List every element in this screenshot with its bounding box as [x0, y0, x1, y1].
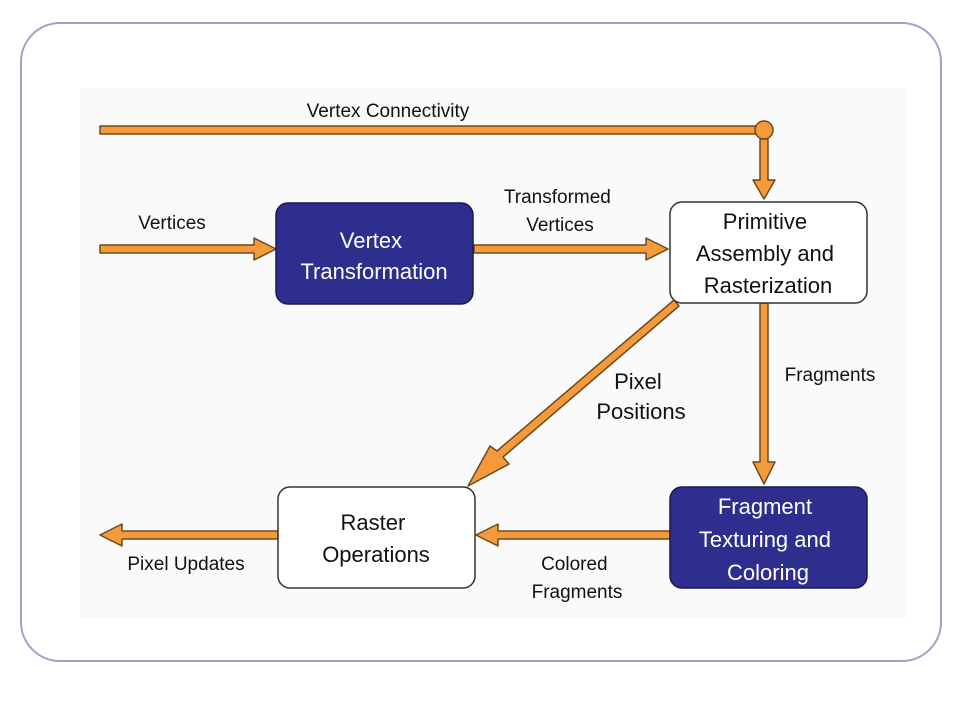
primitive-assembly-label: Primitive Assembly and Rasterization: [696, 209, 840, 298]
vertex-connectivity-label: Vertex Connectivity: [307, 101, 470, 122]
pixel-updates-arrow: [99, 523, 279, 547]
fragment-texturing-box: [669, 486, 868, 589]
raster-operations-box: [277, 486, 476, 589]
transformed-vertices-arrow: [473, 237, 669, 261]
fragments-arrow: [752, 302, 776, 485]
pixel-positions-arrow: [467, 299, 680, 487]
pixel-positions-label: Pixel Positions: [596, 369, 685, 424]
vertex-connectivity-junction: [754, 120, 774, 140]
vertex-transformation-label: Vertex Transformation: [300, 228, 447, 284]
vertex-transformation-box: [275, 202, 474, 305]
colored-fragments-label: Colored Fragments: [532, 554, 623, 603]
fragments-label: Fragments: [785, 365, 876, 386]
vertices-arrow: [99, 237, 277, 261]
vertex-connectivity-arrow: [752, 138, 776, 200]
transformed-vertices-label: Transformed Vertices: [504, 187, 616, 236]
primitive-assembly-box: [669, 201, 868, 304]
vertex-connectivity-line: [99, 125, 765, 135]
pixel-updates-label: Pixel Updates: [127, 554, 244, 575]
fragment-texturing-label: Fragment Texturing and Coloring: [699, 494, 837, 585]
raster-operations-label: Raster Operations: [322, 510, 430, 567]
vertices-label: Vertices: [138, 213, 206, 234]
colored-fragments-arrow: [475, 523, 671, 547]
